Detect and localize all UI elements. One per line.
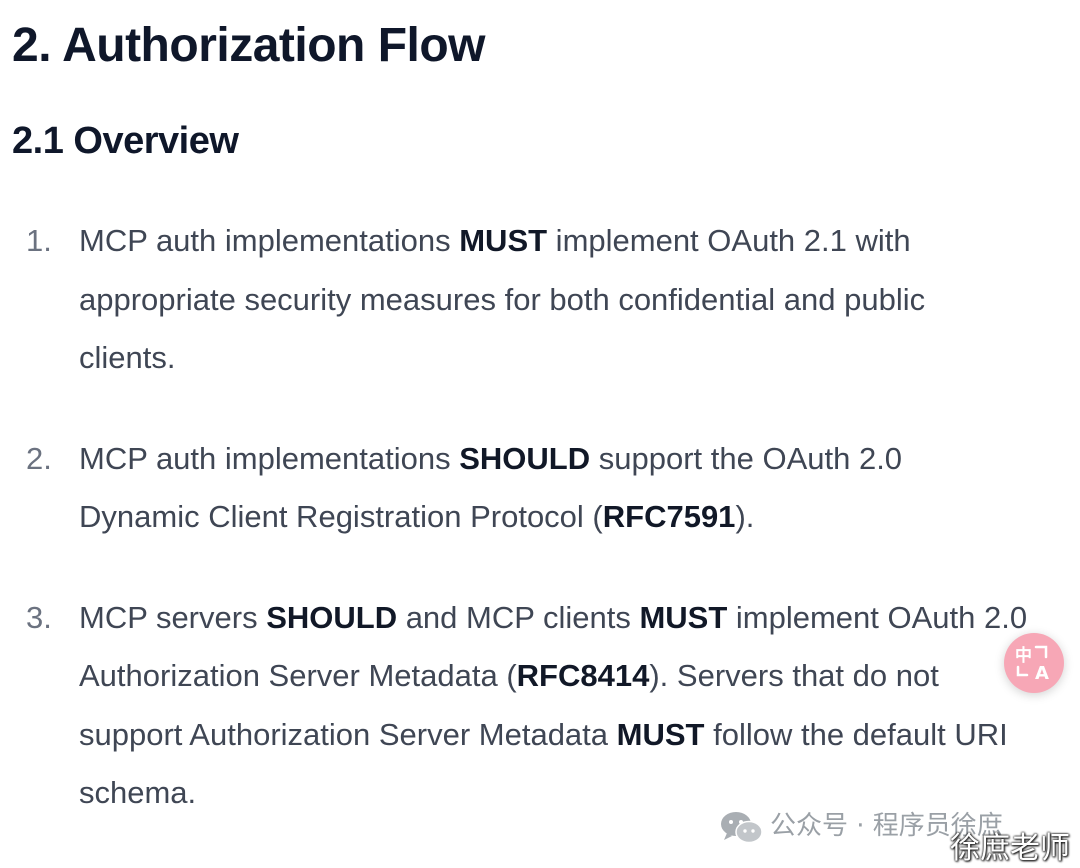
rfc-reference: RFC7591 xyxy=(602,499,736,534)
list-item-number: 2. xyxy=(26,440,52,476)
list-item-number: 3. xyxy=(26,599,52,635)
requirements-list: 1. MCP auth implementations MUST impleme… xyxy=(0,212,1080,823)
list-item-text: MCP auth implementations MUST implement … xyxy=(79,223,926,375)
watermark-author: 徐庶老师 xyxy=(950,831,1070,866)
svg-text:A: A xyxy=(1035,663,1049,684)
rfc-reference: RFC8414 xyxy=(516,658,650,693)
list-item: 2. MCP auth implementations SHOULD suppo… xyxy=(0,430,1080,547)
translate-icon: 中 A xyxy=(1015,645,1049,684)
list-item: 3. MCP servers SHOULD and MCP clients MU… xyxy=(0,589,1080,823)
keyword-should: SHOULD xyxy=(459,440,591,476)
list-item: 1. MCP auth implementations MUST impleme… xyxy=(0,212,1080,388)
list-item-text: MCP auth implementations SHOULD support … xyxy=(79,440,903,535)
list-item-text: MCP servers SHOULD and MCP clients MUST … xyxy=(79,599,1028,811)
keyword-must: MUST xyxy=(639,599,728,635)
keyword-should: SHOULD xyxy=(266,599,398,635)
translate-button[interactable]: 中 A xyxy=(1004,633,1064,693)
keyword-must: MUST xyxy=(459,223,548,258)
list-item-number: 1. xyxy=(26,223,52,258)
svg-text:中: 中 xyxy=(1015,645,1032,666)
keyword-must: MUST xyxy=(616,716,705,752)
page-title: 2. Authorization Flow xyxy=(12,19,486,72)
section-title: 2.1 Overview xyxy=(12,120,239,162)
